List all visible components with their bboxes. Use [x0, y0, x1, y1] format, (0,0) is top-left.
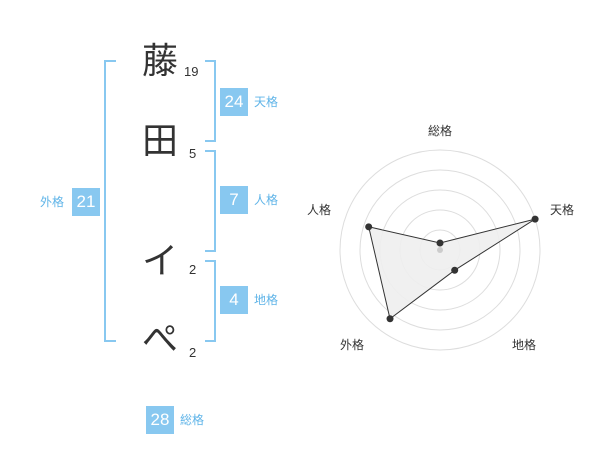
radar-point-4: [386, 315, 394, 323]
jinkaku-value-badge: 7: [220, 186, 248, 214]
radar-axis-chikaku: 地格: [512, 338, 537, 352]
tenkaku-value-badge: 24: [220, 88, 248, 116]
radar-axis-jinkaku: 人格: [307, 203, 332, 217]
tenkaku-label: 天格: [254, 95, 279, 109]
soukaku-label: 総格: [180, 413, 205, 427]
name-char-3: イ: [142, 241, 179, 282]
tenkaku-bracket: [205, 60, 216, 142]
soukaku-value-badge: 28: [146, 406, 174, 434]
name-char-4: ぺ: [142, 319, 179, 360]
name-char-2: 田: [142, 121, 179, 162]
gaikaku-value-badge: 21: [72, 188, 100, 216]
stroke-count-1: 19: [184, 64, 199, 79]
radar-center-dot: [437, 247, 443, 253]
stroke-count-4: 2: [189, 345, 197, 360]
radar-point-5: [365, 223, 373, 231]
gaikaku-bracket: [104, 60, 116, 342]
radar-ring-4: [359, 169, 521, 331]
chikaku-label: 地格: [254, 293, 279, 307]
radar-point-1: [436, 239, 444, 247]
jinkaku-label: 人格: [254, 193, 279, 207]
radar-point-2: [531, 215, 539, 223]
name-char-1: 藤: [142, 41, 179, 82]
radar-axis-tenkaku: 天格: [550, 203, 575, 217]
jinkaku-bracket: [205, 150, 216, 252]
radar-axis-gaikaku: 外格: [340, 338, 365, 352]
radar-point-3: [451, 266, 459, 274]
radar-ring-5: [339, 149, 541, 351]
stroke-count-3: 2: [189, 262, 197, 277]
stroke-count-2: 5: [189, 146, 197, 161]
chikaku-value-badge: 4: [220, 286, 248, 314]
radar-axis-soukaku: 総格: [428, 124, 453, 138]
chikaku-bracket: [205, 260, 216, 342]
gaikaku-label: 外格: [40, 195, 65, 209]
